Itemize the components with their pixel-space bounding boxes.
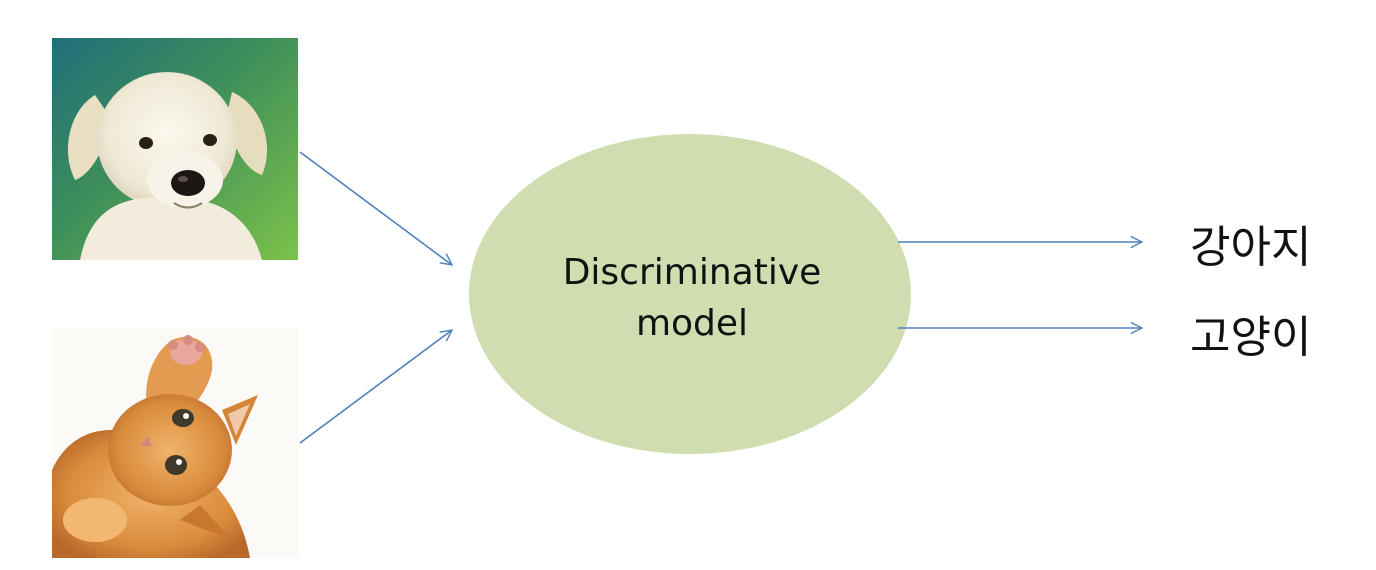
input-arrow-dog: [299, 151, 452, 265]
input-arrow-cat: [299, 330, 452, 444]
puppy-image: [52, 38, 298, 260]
output-label-kitten: 고양이: [1190, 312, 1311, 363]
model-ellipse: [469, 134, 911, 454]
model-label-line2: model: [636, 303, 748, 344]
output-label-puppy: 강아지: [1190, 222, 1311, 273]
kitten-image: [52, 328, 298, 558]
model-label-line1: Discriminative: [563, 252, 822, 293]
